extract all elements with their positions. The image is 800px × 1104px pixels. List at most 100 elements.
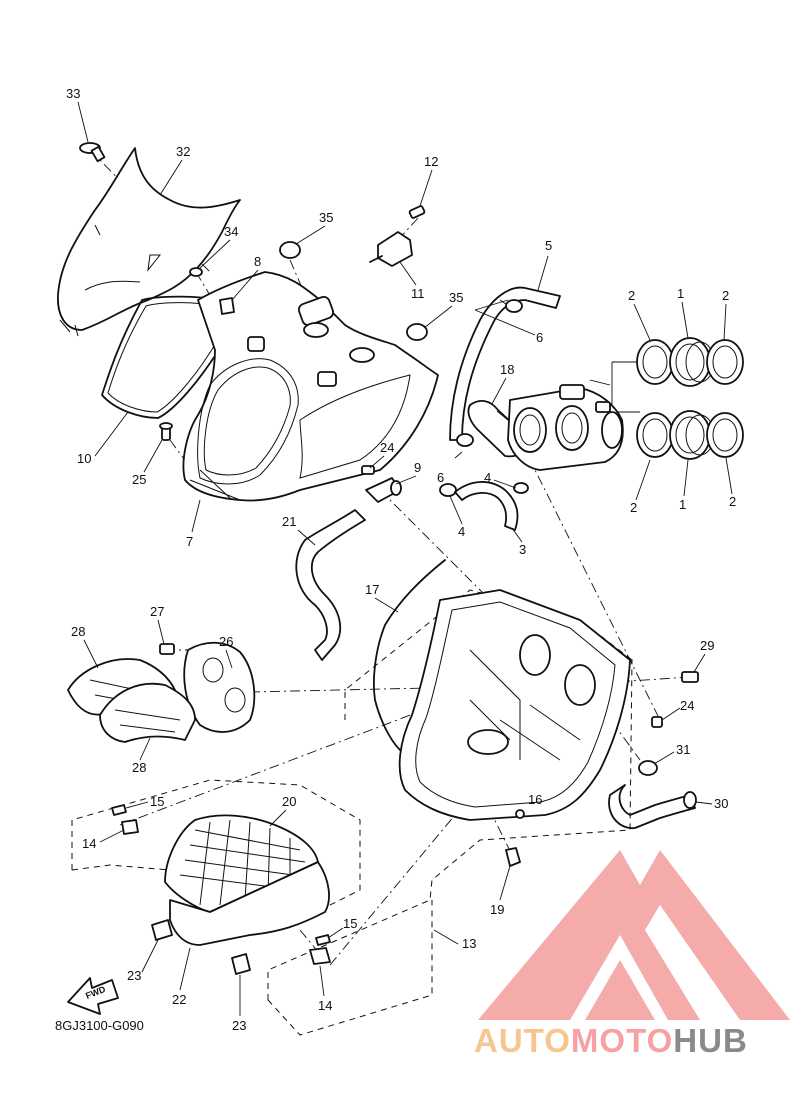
part-6-clamp-a[interactable]: [505, 299, 523, 313]
part-6-clamp-b[interactable]: [456, 433, 474, 447]
callout-21: 21: [282, 514, 296, 529]
callout-24-lower: 24: [680, 698, 694, 713]
callout-18: 18: [500, 362, 514, 377]
callout-5: 5: [545, 238, 552, 253]
part-15-screw-lower[interactable]: [315, 934, 331, 946]
callout-1-lower: 1: [679, 497, 686, 512]
part-7-side-panel[interactable]: [182, 271, 439, 502]
watermark-moto: MOTO: [571, 1022, 673, 1059]
callout-4-right: 4: [484, 470, 491, 485]
part-2-clamp-lower-left[interactable]: [636, 412, 674, 458]
callout-19: 19: [490, 902, 504, 917]
diagram-code: 8GJ3100-G090: [55, 1018, 144, 1033]
part-8-clip[interactable]: [219, 297, 235, 315]
callout-30: 30: [714, 796, 728, 811]
part-9-fitting[interactable]: [365, 477, 402, 503]
callout-32: 32: [176, 144, 190, 159]
fwd-arrow-icon: FWD: [67, 977, 119, 1015]
callout-23-left: 23: [127, 968, 141, 983]
part-2-clamp-upper-left[interactable]: [636, 339, 674, 385]
callout-16: 16: [528, 792, 542, 807]
callout-labels: 33 32 12 35 34 8 11 35 5 2 1 2 6 18 10 2…: [66, 86, 736, 1033]
logo-triangle-shape: [478, 850, 790, 1020]
automotohub-logo: AUTOMOTOHUB: [474, 850, 790, 1059]
airbox-case[interactable]: [398, 589, 631, 821]
part-24-screw-lower[interactable]: [651, 716, 663, 728]
callout-25: 25: [132, 472, 146, 487]
group-outline-17: [344, 589, 633, 720]
callout-35-left: 35: [319, 210, 333, 225]
callout-12: 12: [424, 154, 438, 169]
part-2-clamp-lower-right[interactable]: [706, 412, 744, 458]
part-15-screw-upper[interactable]: [111, 804, 127, 816]
part-35-cap-b[interactable]: [406, 323, 428, 341]
part-25-screw[interactable]: [159, 422, 173, 441]
part-19-clip[interactable]: [505, 847, 521, 867]
callout-31: 31: [676, 742, 690, 757]
part-23-plug-b[interactable]: [231, 953, 251, 975]
part-16-grommet[interactable]: [515, 809, 525, 819]
callout-28-upper: 28: [71, 624, 85, 639]
callout-3: 3: [519, 542, 526, 557]
callout-6-lower: 6: [437, 470, 444, 485]
callout-1-upper: 1: [677, 286, 684, 301]
part-23-plug-a[interactable]: [151, 919, 173, 941]
part-24-screw-upper[interactable]: [361, 465, 375, 475]
group-outline-13: [267, 659, 633, 1036]
part-34-grommet[interactable]: [189, 267, 203, 277]
watermark-hub: HUB: [673, 1022, 748, 1059]
callout-2-upper-left: 2: [628, 288, 635, 303]
callout-29: 29: [700, 638, 714, 653]
callout-24-upper: 24: [380, 440, 394, 455]
throttle-body[interactable]: [507, 384, 624, 471]
callout-13: 13: [462, 936, 476, 951]
callout-22: 22: [172, 992, 186, 1007]
callout-11: 11: [411, 286, 425, 301]
callout-2-lower-left: 2: [630, 500, 637, 515]
part-35-cap-a[interactable]: [279, 241, 301, 259]
part-4-clamp-a[interactable]: [513, 482, 529, 494]
callout-28-lower: 28: [132, 760, 146, 775]
part-29-bolt[interactable]: [681, 671, 699, 683]
callout-4-lower: 4: [458, 524, 465, 539]
callout-26: 26: [219, 634, 233, 649]
callout-33: 33: [66, 86, 80, 101]
callout-2-lower-right: 2: [729, 494, 736, 509]
part-27-bolt[interactable]: [159, 643, 175, 655]
callout-35-right: 35: [449, 290, 463, 305]
watermark-auto: AUTO: [474, 1022, 571, 1059]
part-14-holder-upper[interactable]: [121, 819, 139, 835]
part-32-front-cover[interactable]: [57, 147, 241, 337]
part-14-holder-lower[interactable]: [309, 947, 331, 965]
callout-17: 17: [365, 582, 379, 597]
callout-8: 8: [254, 254, 261, 269]
callout-2-upper-right: 2: [722, 288, 729, 303]
part-22-filter-case[interactable]: [169, 861, 330, 946]
callout-6-upper: 6: [536, 330, 543, 345]
part-6-clamp-c[interactable]: [439, 483, 457, 497]
callout-7: 7: [186, 534, 193, 549]
part-30-hose[interactable]: [608, 784, 697, 829]
callout-9: 9: [414, 460, 421, 475]
part-21-hose[interactable]: [295, 509, 366, 661]
callout-34: 34: [224, 224, 238, 239]
part-28-funnel-lower[interactable]: [99, 682, 196, 743]
part-26-bracket[interactable]: [183, 641, 256, 733]
callout-23-right: 23: [232, 1018, 246, 1033]
part-31-clamp[interactable]: [638, 760, 658, 776]
callout-14-lower: 14: [318, 998, 332, 1013]
part-12-bolt[interactable]: [408, 205, 426, 219]
callout-15-lower: 15: [343, 916, 357, 931]
part-3-hose[interactable]: [454, 481, 519, 531]
svg-text:AUTOMOTOHUB: AUTOMOTOHUB: [474, 1022, 748, 1059]
callout-14-upper: 14: [82, 836, 96, 851]
callout-15-upper: 15: [150, 794, 164, 809]
part-11-sensor[interactable]: [369, 231, 413, 267]
part-17-airbox-cover[interactable]: [372, 559, 446, 751]
callout-20: 20: [282, 794, 296, 809]
group-outline-air-filter: [71, 779, 361, 921]
part-2-clamp-upper-right[interactable]: [706, 339, 744, 385]
part-33-screw[interactable]: [79, 142, 106, 163]
callout-10: 10: [77, 451, 91, 466]
